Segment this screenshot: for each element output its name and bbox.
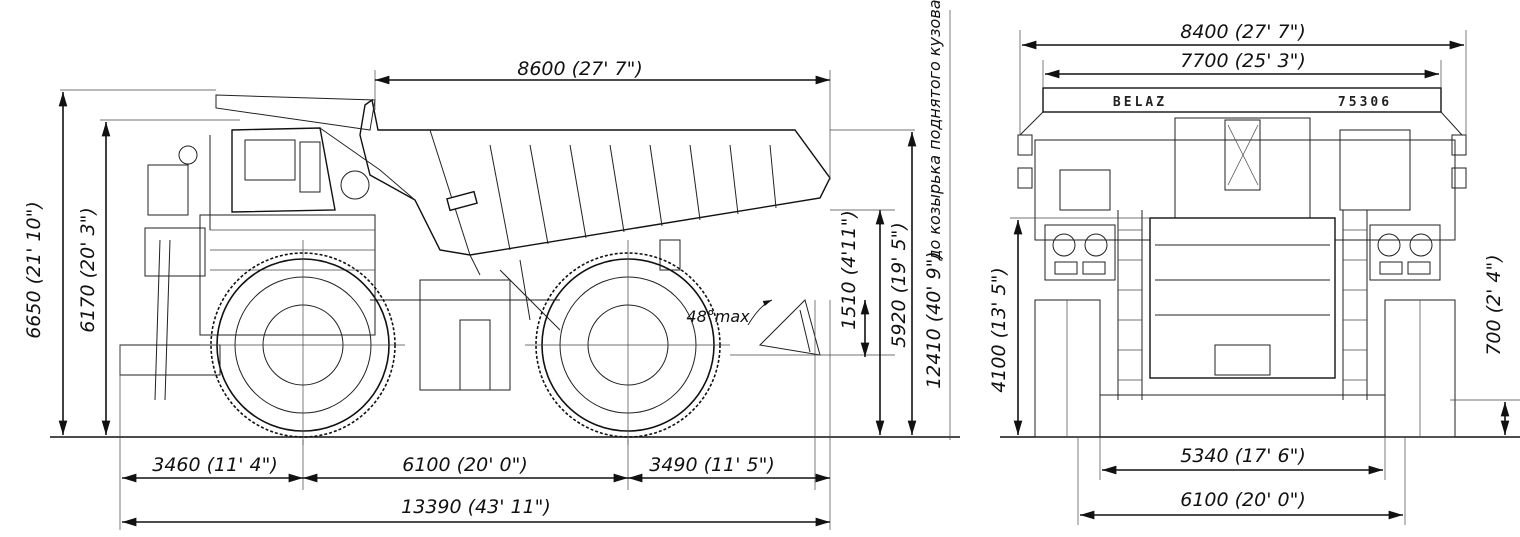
model-logo: 75306: [1338, 95, 1392, 110]
ladders: [1117, 210, 1368, 400]
label-front-track: 5340 (17' 6"): [1180, 445, 1306, 467]
label-body-length: 8600 (27' 7"): [517, 58, 643, 80]
label-rear-track: 6100 (20' 0"): [1180, 489, 1306, 511]
canopy: BELAZ 75306: [1019, 87, 1463, 136]
dump-body: [215, 94, 831, 276]
label-wheelbase: 6100 (20' 0"): [402, 454, 528, 476]
front-view: BELAZ 75306: [988, 21, 1520, 525]
front-body: [1017, 117, 1467, 379]
label-height-total: 6650 (21' 10"): [23, 201, 45, 339]
label-ground-clearance: 700 (2' 4"): [1483, 254, 1505, 355]
label-height-cab: 6170 (20' 3"): [77, 207, 99, 333]
brand-logo: BELAZ: [1113, 95, 1167, 110]
side-view: 8600 (27' 7") 6650 (21' 10") 6170 (20' 3…: [23, 0, 960, 530]
note-angle: 48°max: [686, 307, 750, 326]
raised-body-tip: [747, 299, 821, 356]
front-wheel: [200, 240, 405, 445]
label-height-raised: 5920 (19' 5"): [888, 222, 910, 348]
label-rear-overhang: 3490 (11' 5"): [649, 454, 775, 476]
label-platform-height: 4100 (13' 5"): [988, 267, 1010, 393]
chassis: [119, 214, 681, 401]
label-height-max: 12410 (40' 9"): [923, 251, 945, 389]
label-front-overhang: 3460 (11' 4"): [152, 454, 278, 476]
note-raised-body: до козырька поднятого кузова: [925, 0, 944, 262]
label-total-length: 13390 (43' 11"): [401, 496, 551, 518]
cab: [147, 127, 416, 230]
label-width-total: 8400 (27' 7"): [1180, 21, 1306, 43]
rear-wheel: [525, 240, 730, 445]
label-overhang: 1510 (4'11"): [838, 210, 860, 329]
label-width-body: 7700 (25' 3"): [1180, 50, 1306, 72]
